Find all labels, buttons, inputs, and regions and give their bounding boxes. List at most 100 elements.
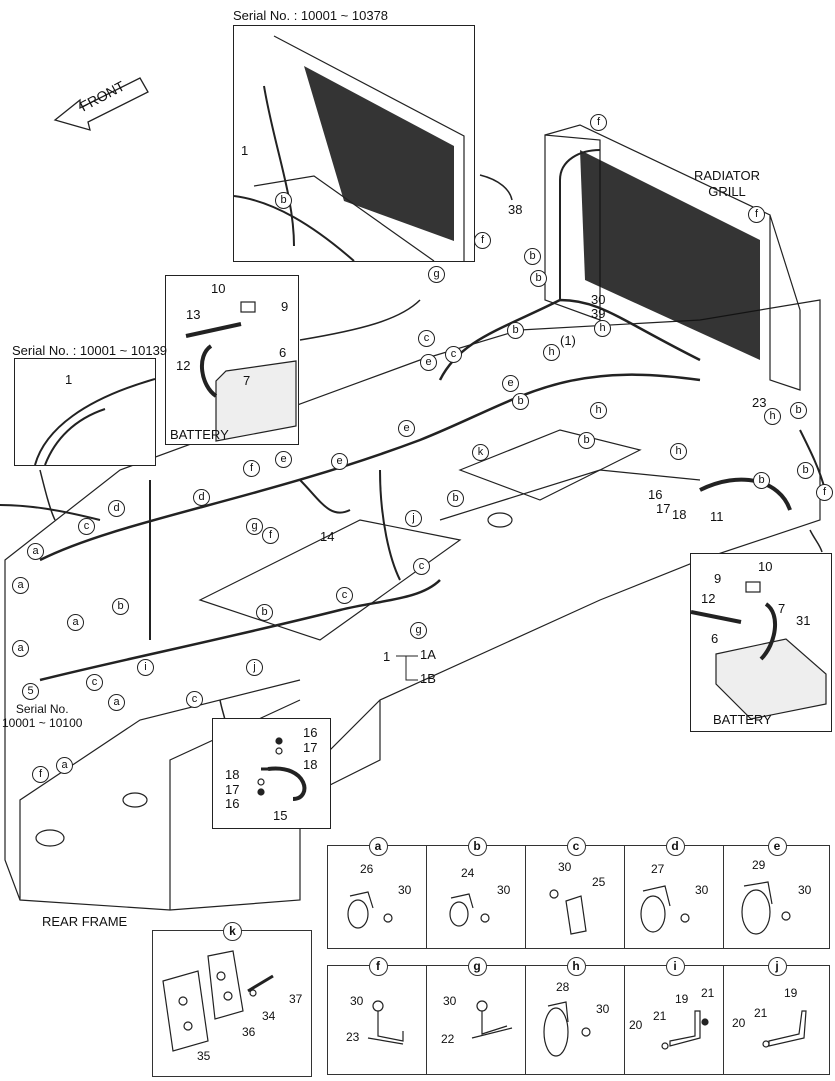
clamp-cell-g: g 30 22	[426, 957, 527, 1075]
part-1-paren: (1)	[560, 333, 576, 348]
inset-top-serial: Serial No. : 10001 ~ 10378	[233, 8, 389, 23]
callout-a: a	[12, 577, 29, 594]
clamp-g-shape	[471, 1000, 513, 1039]
callout-b: b	[112, 598, 129, 615]
clamp-a-part-30: 30	[398, 883, 412, 897]
callout-c: c	[78, 518, 95, 535]
clamp-i-part-20: 20	[629, 1018, 643, 1032]
callout-f: f	[474, 232, 491, 249]
clamp-g-part-22: 22	[441, 1032, 455, 1046]
battery-top-part-10: 10	[211, 281, 226, 296]
clamp-c-part-30: 30	[558, 860, 572, 874]
battery-inset-right: 10 9 12 7 6 31 BATTERY	[690, 553, 832, 732]
clamp-cell-d: d 27 30	[624, 837, 725, 949]
inset-top-part-1: 1	[241, 143, 249, 158]
clamp-j-part-19: 19	[784, 986, 798, 1000]
inset-top-line-art	[233, 35, 465, 262]
inset-k: k 37 34 36 35	[152, 922, 312, 1077]
clamp-cap-a: a	[368, 837, 388, 856]
callout-f: f	[816, 484, 833, 501]
clamp-cell-h: h 28 30	[525, 957, 626, 1075]
battery-right-part-9: 9	[714, 571, 722, 586]
battery-right-part-31: 31	[796, 613, 811, 628]
hose-part-16b: 16	[225, 796, 240, 811]
callout-k: k	[472, 444, 489, 461]
clamp-cell-f: f 30 23	[327, 957, 428, 1075]
clamp-cell-a: a 26 30	[327, 837, 428, 949]
callout-f: f	[262, 527, 279, 544]
callout-h: h	[594, 320, 611, 337]
hose-inset: 16 17 18 18 17 16 15	[212, 718, 331, 829]
clamp-a-shape	[347, 891, 393, 929]
callout-b: b	[507, 322, 524, 339]
clamp-e-part-30: 30	[798, 883, 812, 897]
part-1-bracket	[396, 655, 418, 681]
callout-c: c	[86, 674, 103, 691]
clamp-f-part-23: 23	[346, 1030, 360, 1044]
battery-top-line-art	[185, 301, 297, 442]
battery-right-part-10: 10	[758, 559, 773, 574]
callout-b: b	[524, 248, 541, 265]
clamp-d-part-27: 27	[651, 862, 665, 876]
part-16: 16	[648, 487, 663, 502]
callout-a: a	[67, 614, 84, 631]
callout-j: j	[405, 510, 422, 527]
callout-part-5: 5	[22, 683, 39, 700]
battery-inset-top: 10 9 13 6 7 12 BATTERY	[165, 275, 299, 445]
inset-left-panel: 1	[14, 358, 156, 466]
clamp-cell-e: e 29 30	[723, 837, 830, 949]
clamp-j-part-20: 20	[732, 1016, 746, 1030]
clamp-j-shape	[762, 1010, 807, 1048]
battery-right-part-12: 12	[701, 591, 716, 606]
clamp-e-part-29: 29	[752, 858, 766, 872]
callout-b: b	[447, 490, 464, 507]
clamp-cap-g: g	[467, 957, 487, 976]
callout-b: b	[753, 472, 770, 489]
hose-inset-line-art	[257, 737, 307, 801]
part-1: 1	[383, 649, 391, 664]
callout-g: g	[246, 518, 263, 535]
part-1b: 1B	[420, 671, 436, 686]
callout-b: b	[790, 402, 807, 419]
clamp-cell-j: j 19 20 21	[723, 957, 830, 1075]
callout-g: g	[428, 266, 445, 283]
clamp-d-part-30: 30	[695, 883, 709, 897]
k-part-34: 34	[262, 1009, 276, 1023]
callout-b: b	[797, 462, 814, 479]
radiator-grill-label: RADIATOR GRILL	[694, 168, 760, 199]
callout-h: h	[543, 344, 560, 361]
clamp-i-shape	[661, 1010, 709, 1050]
k-part-37: 37	[289, 992, 303, 1006]
callout-c: c	[336, 587, 353, 604]
clamp-cap-d: d	[665, 837, 685, 856]
rear-frame-label: REAR FRAME	[42, 914, 128, 929]
callout-b: b	[530, 270, 547, 287]
battery-right-part-6: 6	[711, 631, 719, 646]
callout-a: a	[108, 694, 125, 711]
battery-top-part-6: 6	[279, 345, 287, 360]
clamp-d-shape	[640, 885, 690, 933]
inset-left-serial: Serial No. : 10001 ~ 10139	[12, 343, 168, 358]
clamp-cap-e: e	[767, 837, 787, 856]
inset-k-line-art	[162, 950, 274, 1052]
clamp-e-shape	[741, 881, 791, 935]
callout-i: i	[137, 659, 154, 676]
hose-part-17: 17	[303, 740, 318, 755]
hose-part-18: 18	[303, 757, 318, 772]
battery-top-title: BATTERY	[170, 427, 229, 442]
clamp-h-shape	[543, 1001, 591, 1057]
callout-d: d	[193, 489, 210, 506]
battery-top-part-9: 9	[281, 299, 289, 314]
clamp-cell-b: b 24 30	[426, 837, 527, 949]
part-30: 30	[591, 292, 606, 307]
clamp-b-shape	[449, 893, 490, 927]
hose-part-18b: 18	[225, 767, 240, 782]
serial-small-label: Serial No. 10001 ~ 10100	[2, 702, 83, 730]
inset-top-panel: 1 b	[233, 25, 475, 262]
part-39: 39	[591, 306, 606, 321]
battery-top-part-13: 13	[186, 307, 201, 322]
clamp-cap-h: h	[566, 957, 586, 976]
callout-a: a	[56, 757, 73, 774]
callout-a: a	[27, 543, 44, 560]
callout-c: c	[418, 330, 435, 347]
